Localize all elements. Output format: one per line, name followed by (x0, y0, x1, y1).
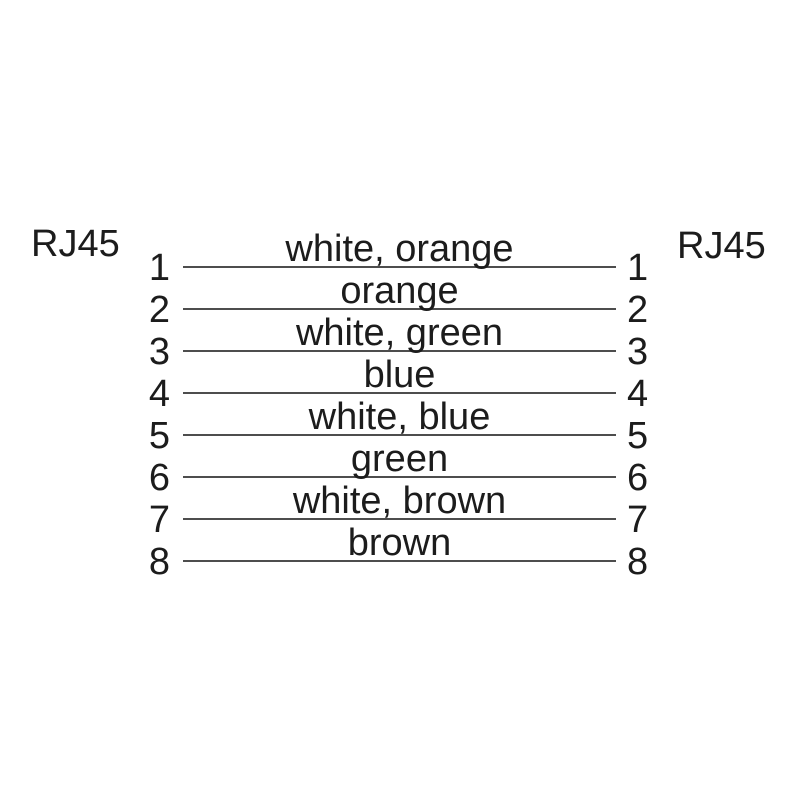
right-pin-number: 8 (627, 541, 649, 583)
wire-color-label: blue (363, 354, 436, 396)
right-pin-number: 3 (627, 331, 649, 373)
left-pin-number: 1 (148, 247, 170, 289)
left-pin-number: 7 (148, 499, 170, 541)
right-pin-number: 6 (627, 457, 649, 499)
right-pin-number: 1 (627, 247, 649, 289)
wire-line: green (183, 436, 616, 478)
pin-row: 5 white, blue 5 (132, 394, 667, 455)
pin-row: 3 white, green 3 (132, 310, 667, 371)
pin-row: 6 green 6 (132, 436, 667, 497)
wire-line: white, orange (183, 226, 616, 268)
pin-row: 4 blue 4 (132, 352, 667, 413)
pin-row: 7 white, brown 7 (132, 478, 667, 539)
wire-line: blue (183, 352, 616, 394)
right-pin-number: 2 (627, 289, 649, 331)
wire-color-label: brown (347, 522, 452, 564)
wire-line: white, green (183, 310, 616, 352)
left-pin-number: 3 (148, 331, 170, 373)
pin-row: 8 brown 8 (132, 520, 667, 581)
left-connector-label: RJ45 (31, 223, 120, 265)
wire-line: white, blue (183, 394, 616, 436)
wire-color-label: green (350, 438, 449, 480)
left-pin-number: 5 (148, 415, 170, 457)
wire-color-label: white, blue (308, 396, 491, 438)
wire-color-label: white, brown (292, 480, 507, 522)
wire-color-label: white, green (295, 312, 503, 354)
wire-line: orange (183, 268, 616, 310)
left-pin-number: 8 (148, 541, 170, 583)
wire-color-label: orange (340, 270, 459, 312)
left-pin-number: 6 (148, 457, 170, 499)
wire-color-label: white, orange (285, 228, 514, 270)
right-pin-number: 7 (627, 499, 649, 541)
wire-line: brown (183, 520, 616, 562)
pin-row: 2 orange 2 (132, 268, 667, 329)
left-pin-number: 2 (148, 289, 170, 331)
pin-row: 1 white, orange 1 (132, 226, 667, 287)
right-connector-label: RJ45 (677, 225, 766, 267)
left-pin-number: 4 (148, 373, 170, 415)
pin-rows: 1 white, orange 1 2 orange 2 3 white, gr… (132, 226, 667, 581)
right-pin-number: 4 (627, 373, 649, 415)
wire-line: white, brown (183, 478, 616, 520)
right-pin-number: 5 (627, 415, 649, 457)
